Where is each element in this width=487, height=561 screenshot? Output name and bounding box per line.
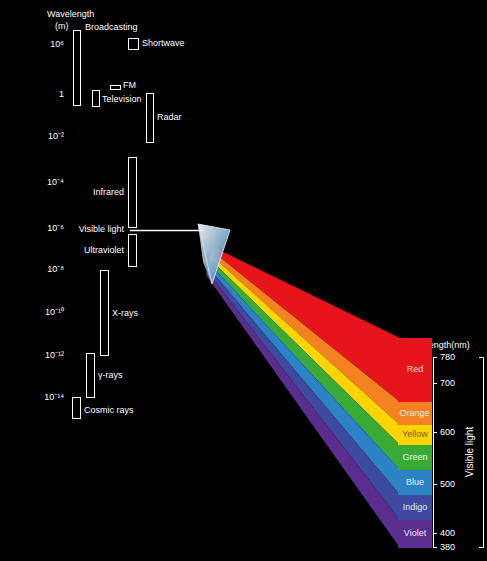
drawing-polygon [198,224,230,284]
tick-label: 10⁻⁴ [47,178,64,188]
range-bars [73,31,154,419]
band-name: FM [123,81,136,91]
drawing-polygon [206,271,400,548]
axis-title: Wavelength [47,10,94,20]
nm-scale [433,357,437,548]
drawing-rect [74,31,81,106]
drawing-rect [87,354,95,398]
band-name: Visible light [79,225,124,235]
tick-label: 10⁻¹⁴ [44,393,64,403]
drawing-line [433,383,437,384]
color-band: Orange [397,402,432,425]
drawing-line [433,432,437,433]
tick-label: 10⁻² [48,132,64,142]
tick-label: 10⁻⁶ [47,224,64,234]
tick-label: 10⁻⁸ [47,265,64,275]
drawing-rect [73,398,81,419]
band-name: Radar [157,113,182,123]
tick-label: 600 [440,428,455,438]
color-name: Orange [399,409,429,419]
drawing-polygon [210,255,400,445]
drawing-rect [111,86,121,90]
band-name: Shortwave [142,39,185,49]
band-name: Cosmic rays [84,406,134,416]
drawing-line [433,357,437,358]
axis-unit: (m) [55,22,69,32]
color-name: Green [402,453,427,463]
band-name: X-rays [112,309,138,319]
color-band: Yellow [398,425,432,445]
drawing-polygon [207,267,400,520]
tick-label: 10⁻¹⁰ [45,308,64,318]
band-name: Ultraviolet [84,246,124,256]
band-name: Broadcasting [85,23,138,33]
color-band: Indigo [398,495,432,520]
color-band: Green [398,445,432,470]
color-band: Blue [398,470,432,495]
prism [198,224,230,284]
tick-label: 500 [440,480,455,490]
drawing-line [433,484,437,485]
drawing-rect [129,39,139,50]
drawing-line [433,357,434,548]
tick-label: 700 [440,379,455,389]
tick-label: 780 [440,353,455,363]
visible-bracket [479,358,484,548]
range-label: Visible light [464,427,475,477]
drawing-line [433,533,437,534]
drawing-rect [93,91,100,107]
drawing-polyline [479,358,484,548]
color-band: Violet [398,520,432,548]
tick-label: 400 [440,529,455,539]
color-name: Blue [406,478,424,488]
drawing-rect [129,158,137,228]
drawing-rect [129,235,137,267]
color-name: Yellow [402,430,428,440]
tick-label: 10⁻¹² [45,351,64,361]
spectrum-fan [206,247,400,548]
color-name: Violet [404,529,426,539]
band-name: γ-rays [98,371,123,381]
drawing-rect [101,271,109,356]
color-name: Red [407,365,424,375]
light-beam [130,230,204,232]
tick-label: 1 [59,90,64,100]
drawing-polygon [209,259,400,470]
drawing-rect [147,94,154,143]
band-name: Infrared [93,188,124,198]
color-band: Red [398,338,432,402]
drawing-polyline [198,224,230,284]
tick-label: 380 [440,543,455,553]
color-name: Indigo [403,503,428,513]
drawing-polygon [208,263,400,495]
tick-label: 10⁶ [50,40,64,50]
band-name: Television [102,95,142,105]
drawing-line [433,547,437,548]
